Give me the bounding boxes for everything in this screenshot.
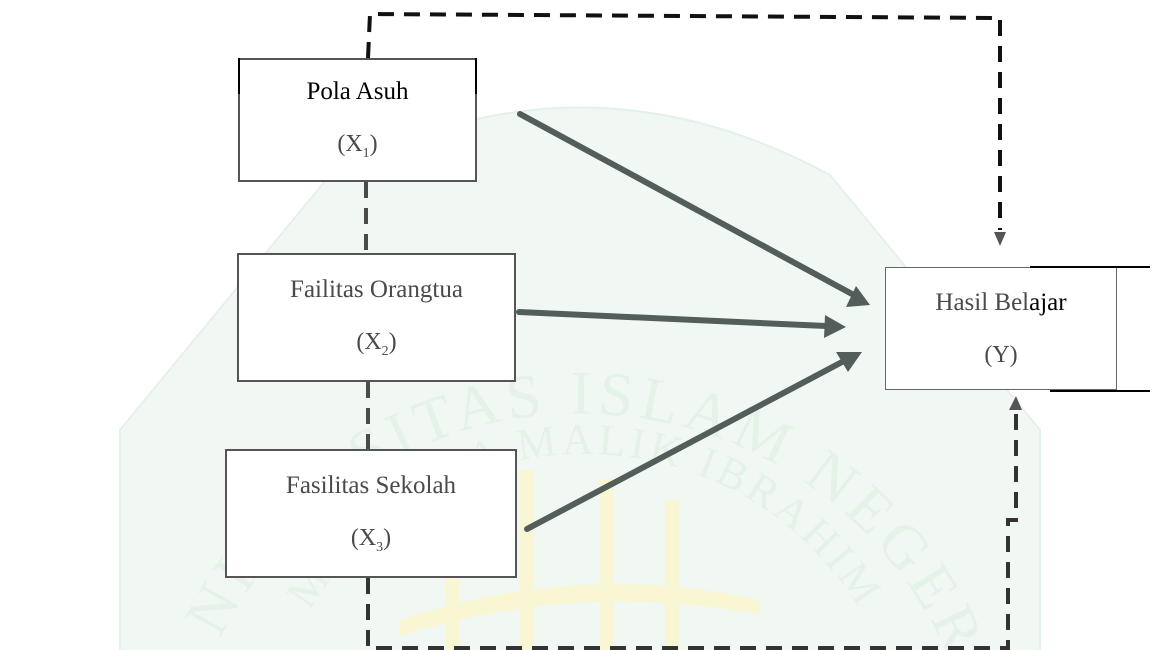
- variable-subscript: 3: [376, 539, 384, 555]
- node-title: Pola Asuh: [306, 78, 409, 106]
- solid-edge-x2-y: [516, 309, 829, 329]
- node-variable: (X1): [337, 131, 378, 161]
- dashed-edge-x1-y: [366, 11, 1002, 230]
- variable-subscript: 1: [362, 145, 370, 161]
- variable-letter: X: [358, 524, 377, 551]
- node-title-part: Hasil Bel: [935, 289, 1030, 316]
- arrowhead-bottom-loop: [1009, 396, 1022, 410]
- node-fasilitas-sekolah: Fasilitas Sekolah (X3): [225, 449, 517, 578]
- dashed-connectors: [364, 11, 1018, 650]
- node-title: Fasilitas Sekolah: [285, 471, 457, 499]
- node-variable: (Y): [984, 342, 1018, 368]
- variable-letter: Y: [992, 342, 1010, 368]
- node-hasil-belajar: Hasil Belajar (Y): [885, 267, 1117, 390]
- node-variable: (X2): [356, 328, 397, 359]
- node-pola-asuh: Pola Asuh (X1): [238, 58, 477, 182]
- variable-letter: X: [345, 131, 363, 158]
- node-failitas-orangtua: Failitas Orangtua (X2): [237, 253, 516, 382]
- variable-subscript: 2: [381, 343, 389, 359]
- solid-edge-x3-y: [524, 359, 845, 532]
- arrowhead-top-loop: [994, 232, 1006, 246]
- arrowhead-x2-y: [824, 315, 846, 338]
- node-title: Hasil Belajar: [935, 290, 1066, 315]
- watermark: UNIVERSITAS ISLAM NEGERI MAULANA MALIK I…: [0, 0, 1041, 650]
- arrowhead-x1-y: [846, 286, 870, 307]
- solid-connectors: [516, 111, 855, 532]
- dashed-edge-x3-y: [366, 410, 1018, 650]
- watermark-calligraphy: [400, 470, 760, 650]
- arrowhead-x3-y: [836, 352, 862, 372]
- corner-tick: [238, 58, 240, 94]
- corner-tick: [1050, 390, 1150, 392]
- node-variable: (X3): [350, 524, 392, 555]
- corner-tick: [475, 58, 477, 94]
- solid-edge-x1-y: [517, 111, 855, 297]
- node-title-part: ajar: [1029, 289, 1067, 316]
- variable-letter: X: [364, 328, 382, 355]
- corner-tick: [1030, 266, 1150, 268]
- node-title: Failitas Orangtua: [290, 275, 463, 303]
